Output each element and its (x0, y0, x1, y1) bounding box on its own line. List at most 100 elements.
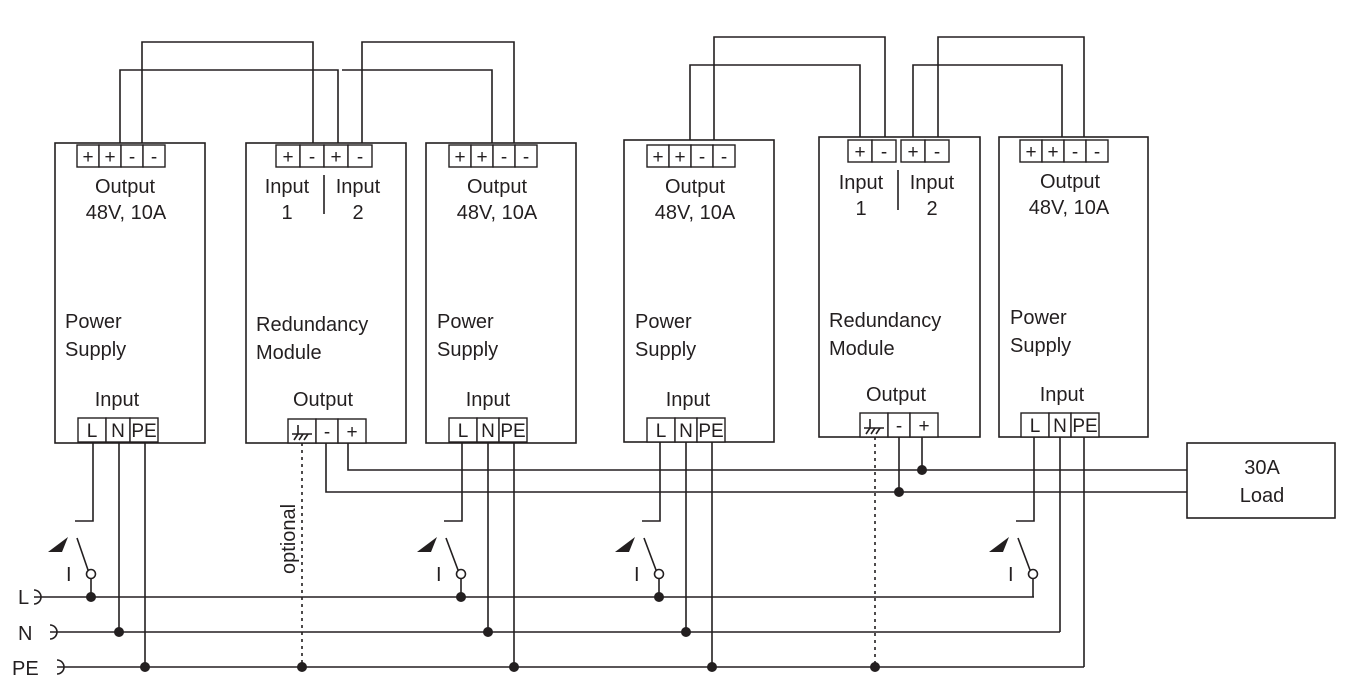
ps3-output-title: Output (665, 176, 725, 198)
rm2-earth-icon (864, 419, 884, 435)
ps2-input-title: Input (466, 389, 511, 411)
ps4-output-rating: 48V, 10A (1029, 197, 1110, 219)
ps4-output-terminal-1: + (1025, 142, 1036, 163)
ps2-output-title: Output (467, 176, 527, 198)
switch-2-label: I (436, 564, 442, 586)
ps2-name-line2: Supply (437, 339, 498, 361)
ps3-name-line1: Power (635, 311, 692, 333)
ps2-name-line1: Power (437, 311, 494, 333)
rm1-input-terminal-1: + (282, 147, 293, 168)
rm1-input-terminal-3: + (330, 147, 341, 168)
ps3-output-terminal-4: - (721, 147, 727, 168)
load-wiring (325, 437, 1187, 493)
rm1-input2-line1: Input (336, 176, 381, 198)
rm1-input-terminal-4: - (357, 147, 363, 168)
ps1-output-terminal-4: - (151, 147, 157, 168)
switch-3-label: I (634, 564, 640, 586)
power-supply-4: + + - - Output 48V, 10A Power Supply Inp… (998, 136, 1149, 438)
rm2-name-line2: Module (829, 338, 895, 360)
dc-output-wiring (119, 36, 1085, 145)
ps4-input-terminal-n: N (1053, 416, 1067, 437)
ps2-output-rating: 48V, 10A (457, 202, 538, 224)
ps1-output-terminal-1: + (82, 147, 93, 168)
rm2-input1-line2: 1 (855, 198, 866, 220)
redundancy-module-2: + - + - Input 1 Input 2 Redundancy Modul… (818, 136, 981, 438)
ps3-input-title: Input (666, 389, 711, 411)
ps1-output-rating: 48V, 10A (86, 202, 167, 224)
input-drops (118, 436, 1085, 667)
ps2-input-terminal-l: L (458, 421, 469, 442)
redundancy-module-1: + - + - Input 1 Input 2 Redundancy Modul… (245, 142, 407, 444)
ps3-input-terminal-l: L (656, 421, 667, 442)
ps3-output-terminal-1: + (652, 147, 663, 168)
rm2-input-terminal-3: + (907, 142, 918, 163)
rm2-input-terminal-2: - (881, 142, 887, 163)
ps1-name-line1: Power (65, 311, 122, 333)
ps4-name-line2: Supply (1010, 335, 1071, 357)
rm1-name-line2: Module (256, 342, 322, 364)
rm2-name-line1: Redundancy (829, 310, 941, 332)
ps2-output-terminal-2: + (476, 147, 487, 168)
junction-dots (86, 465, 927, 672)
ps1-output-title: Output (95, 176, 155, 198)
ps3-input-terminal-pe: PE (698, 421, 723, 442)
ps4-input-title: Input (1040, 384, 1085, 406)
ps2-input-terminal-n: N (481, 421, 495, 442)
rm2-output-terminal-plus: + (918, 416, 929, 437)
mains-n-label: N (18, 623, 32, 645)
rm1-output-terminal-plus: + (346, 422, 357, 443)
ps1-input-terminal-l: L (87, 421, 98, 442)
rm1-input2-line2: 2 (352, 202, 363, 224)
rm2-output-title: Output (866, 384, 926, 406)
rm2-input-terminal-1: + (854, 142, 865, 163)
ps3-output-terminal-2: + (674, 147, 685, 168)
mains-pe-label: PE (12, 658, 39, 680)
ps1-input-terminal-pe: PE (131, 421, 156, 442)
rm2-input2-line1: Input (910, 172, 955, 194)
ps4-input-terminal-pe: PE (1072, 416, 1097, 437)
mains-l-label: L (18, 587, 29, 609)
mains-bus (33, 589, 1084, 675)
load-line1: 30A (1244, 457, 1280, 479)
switch-1 (48, 440, 97, 597)
ps4-input-terminal-l: L (1030, 416, 1041, 437)
ps4-output-terminal-2: + (1047, 142, 1058, 163)
power-supply-1: + + - - Output 48V, 10A Power Supply Inp… (54, 142, 206, 444)
optional-label: optional (278, 504, 300, 574)
power-supply-2: + + - - Output 48V, 10A Power Supply Inp… (425, 142, 577, 444)
ps2-input-terminal-pe: PE (500, 421, 525, 442)
rm2-input2-line2: 2 (926, 198, 937, 220)
rm2-input1-line1: Input (839, 172, 884, 194)
power-supply-3: + + - - Output 48V, 10A Power Supply Inp… (623, 139, 775, 443)
rm2-input-terminal-4: - (934, 142, 940, 163)
rm2-output-terminal-minus: - (896, 416, 902, 437)
ps4-output-terminal-4: - (1094, 142, 1100, 163)
switch-4-label: I (1008, 564, 1014, 586)
ps3-output-terminal-3: - (699, 147, 705, 168)
ps1-input-terminal-n: N (111, 421, 125, 442)
rm1-input-terminal-2: - (309, 147, 315, 168)
switch-4 (989, 436, 1039, 597)
ps4-output-terminal-3: - (1072, 142, 1078, 163)
ps2-output-terminal-3: - (501, 147, 507, 168)
ps3-name-line2: Supply (635, 339, 696, 361)
rm1-earth-icon (292, 425, 312, 441)
switch-1-label: I (66, 564, 72, 586)
ps1-output-terminal-3: - (129, 147, 135, 168)
ps4-name-line1: Power (1010, 307, 1067, 329)
rm1-input1-line1: Input (265, 176, 310, 198)
ps3-output-rating: 48V, 10A (655, 202, 736, 224)
ps1-name-line2: Supply (65, 339, 126, 361)
ps2-output-terminal-1: + (454, 147, 465, 168)
rm1-output-title: Output (293, 389, 353, 411)
ps1-input-title: Input (95, 389, 140, 411)
rm1-name-line1: Redundancy (256, 314, 368, 336)
ps4-output-title: Output (1040, 171, 1100, 193)
load-box: 30A Load (1186, 442, 1336, 519)
ps3-input-terminal-n: N (679, 421, 693, 442)
ps1-output-terminal-2: + (104, 147, 115, 168)
rm1-input1-line2: 1 (281, 202, 292, 224)
load-line2: Load (1240, 485, 1285, 507)
rm1-output-terminal-minus: - (324, 422, 330, 443)
